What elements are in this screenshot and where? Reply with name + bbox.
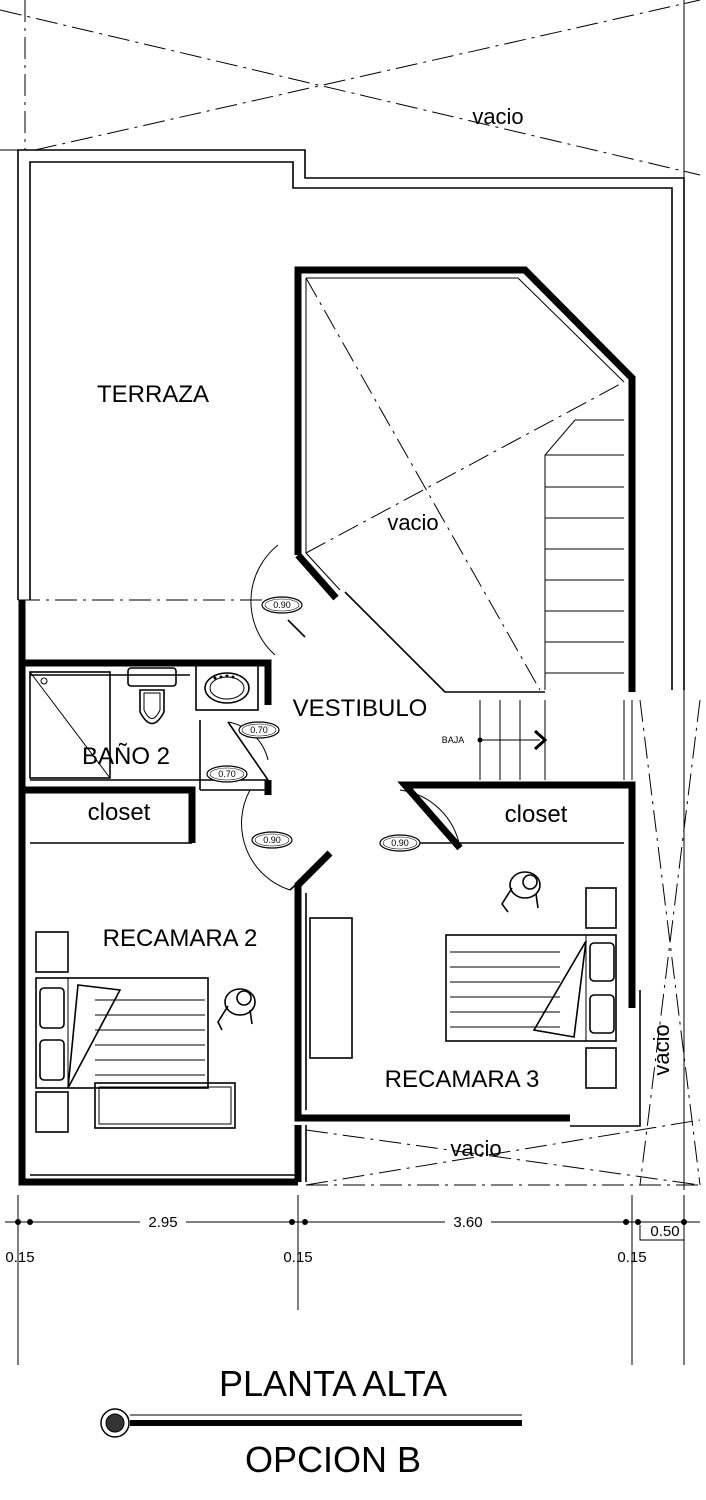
void-label-stair: vacio — [387, 510, 438, 535]
stair-direction-label: BAJA — [442, 735, 465, 745]
plan-subtitle: OPCION B — [245, 1439, 421, 1480]
bed-icon — [445, 887, 617, 1089]
room-label-recamara2: RECAMARA 2 — [103, 925, 258, 952]
sink-icon — [195, 664, 259, 711]
door-tag-3: 0.70 — [206, 765, 248, 783]
person-icon — [501, 871, 541, 913]
dimension-label: 0.15 — [5, 1249, 34, 1266]
terraza-outline — [17, 149, 685, 690]
bath-walls — [18, 600, 298, 1186]
dimension-label: 3.60 — [453, 1214, 482, 1231]
void-label-right: vacio — [649, 1024, 674, 1075]
stair-void-walls — [294, 266, 636, 693]
dimension-line — [5, 1195, 700, 1365]
door-tag-2: 0.70 — [238, 721, 280, 739]
room-label-vestibulo: VESTIBULO — [293, 695, 428, 722]
dimension-label: 2.95 — [148, 1214, 177, 1231]
stair-void-cross — [305, 277, 625, 691]
room-label-bano: BAÑO 2 — [82, 743, 170, 770]
door-tag-5: 0.90 — [379, 834, 421, 852]
door-swings — [227, 544, 461, 891]
room-label-terraza: TERRAZA — [97, 381, 209, 408]
bed-icon — [35, 931, 209, 1133]
dimension-label: 0.50 — [650, 1223, 679, 1240]
title-block — [100, 1408, 522, 1438]
door-tag-4: 0.90 — [251, 831, 293, 849]
stairs — [477, 419, 633, 780]
room-label-closet-left: closet — [88, 799, 151, 826]
recamara2-walls — [22, 786, 307, 1182]
void-label-top: vacio — [472, 104, 523, 129]
door-width-label: 0.70 — [250, 725, 268, 735]
recamara3-walls — [294, 781, 641, 1127]
bottom-void-area — [305, 1119, 701, 1186]
dimension-label: 0.15 — [617, 1249, 646, 1266]
dimension-label: 0.15 — [283, 1249, 312, 1266]
room-label-closet-right: closet — [505, 801, 568, 828]
door-width-label: 0.90 — [263, 835, 281, 845]
door-width-label: 0.70 — [218, 769, 236, 779]
door-tag-1: 0.90 — [261, 596, 303, 614]
door-width-label: 0.90 — [391, 838, 409, 848]
room-label-recamara3: RECAMARA 3 — [385, 1066, 540, 1093]
person-icon — [217, 988, 256, 1031]
right-void-area — [639, 690, 701, 1190]
top-void-area — [0, 0, 701, 180]
toilet-icon — [127, 667, 177, 725]
door-width-label: 0.90 — [273, 600, 291, 610]
plan-title: PLANTA ALTA — [219, 1363, 447, 1404]
void-label-bottom: vacio — [450, 1136, 501, 1161]
